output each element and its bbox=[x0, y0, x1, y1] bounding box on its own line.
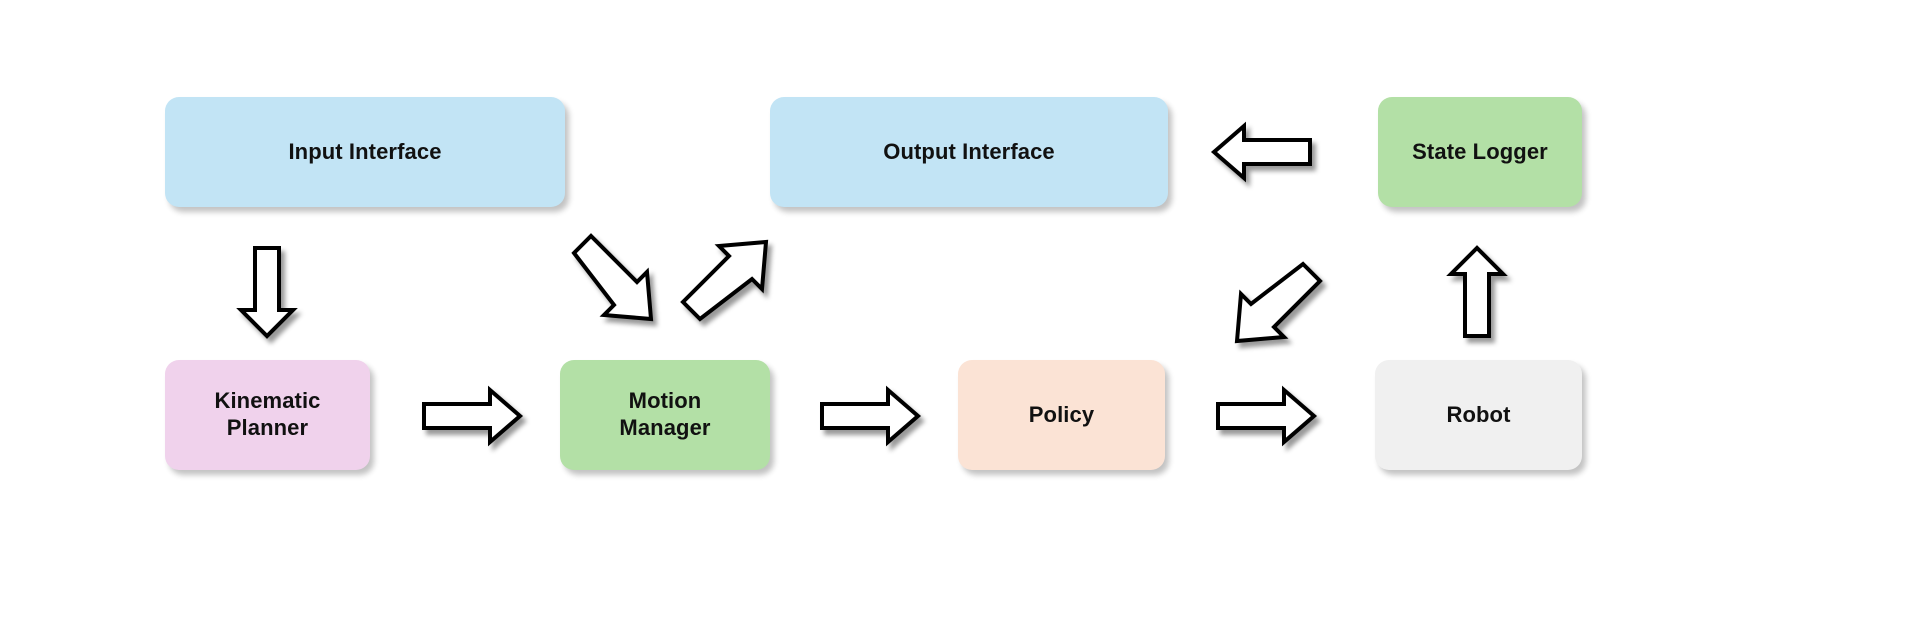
node-label: Kinematic Planner bbox=[214, 388, 321, 440]
node-policy[interactable]: Policy bbox=[958, 360, 1165, 470]
arrow-motion-to-output bbox=[680, 239, 769, 322]
arrow-policy-to-robot bbox=[1216, 385, 1318, 447]
node-label: Policy bbox=[1028, 401, 1095, 427]
node-motion-manager[interactable]: Motion Manager bbox=[560, 360, 770, 470]
node-kinematic-planner[interactable]: Kinematic Planner bbox=[165, 360, 370, 470]
arrow-state-logger-to-output bbox=[1210, 121, 1312, 183]
node-label: Output Interface bbox=[883, 138, 1055, 164]
arrow-output-to-policy bbox=[1234, 261, 1323, 344]
arrow-robot-to-state-logger bbox=[1446, 245, 1508, 338]
node-state-logger[interactable]: State Logger bbox=[1378, 97, 1582, 207]
arrow-input-to-motion bbox=[571, 233, 654, 322]
arrow-motion-to-policy bbox=[820, 385, 922, 447]
node-output-interface[interactable]: Output Interface bbox=[770, 97, 1168, 207]
node-label: State Logger bbox=[1412, 138, 1548, 164]
arrow-input-to-kinematic bbox=[236, 246, 298, 339]
node-label: Robot bbox=[1446, 401, 1511, 427]
node-label: Input Interface bbox=[288, 138, 442, 164]
node-robot[interactable]: Robot bbox=[1375, 360, 1582, 470]
arrow-kinematic-to-motion bbox=[422, 385, 524, 447]
node-label: Motion Manager bbox=[619, 388, 711, 440]
node-input-interface[interactable]: Input Interface bbox=[165, 97, 565, 207]
